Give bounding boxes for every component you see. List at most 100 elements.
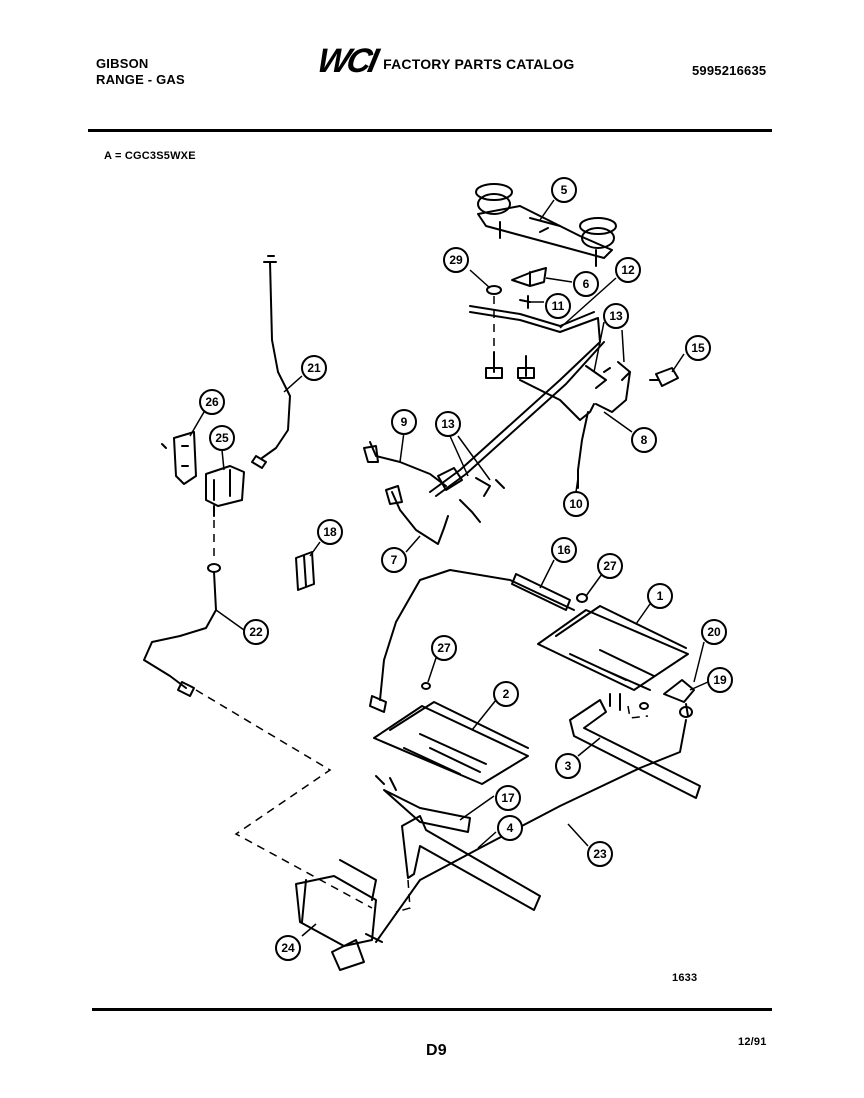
callout-leader [545,277,573,283]
svg-text:13: 13 [441,417,455,431]
catalog-part-number: 5995216635 [692,63,767,78]
oven-burner-shield [373,705,529,785]
catalog-title: FACTORY PARTS CATALOG [383,56,575,72]
callout-leader [399,431,405,463]
orifice-fitting [475,477,491,497]
tube-fitting [177,681,195,697]
callout-leader [477,831,497,849]
illustration-reference: 1633 [672,972,698,984]
footer-rule [92,1008,772,1011]
svg-text:16: 16 [557,543,571,557]
svg-text:26: 26 [205,395,219,409]
valve-bracket [301,859,377,923]
svg-text:25: 25 [215,431,229,445]
shield-tabs [609,693,621,711]
gas-tube [519,379,595,421]
oven-burner-ribs [403,733,487,775]
svg-text:17: 17 [501,791,515,805]
callout-leader [567,823,589,847]
svg-text:3: 3 [565,759,572,773]
callout-leader [689,681,709,691]
gas-tube [459,499,481,523]
washer [486,285,502,295]
screw [421,682,431,690]
svg-text:9: 9 [401,415,408,429]
gas-tube [391,491,449,545]
callout-leader [693,641,705,683]
gas-tube [577,411,589,489]
model-label: A = CGC3S5WXE [104,150,196,162]
callout-leader [459,795,495,821]
callout-leader [215,609,245,631]
svg-text:6: 6 [583,277,590,291]
leader-line [195,689,373,909]
catalog-header: WCI FACTORY PARTS CATALOG [314,42,575,80]
leader-line [627,705,649,719]
callout-24: 24 [275,935,301,961]
callout-29: 29 [443,247,469,273]
broil-burner-shield [537,609,689,691]
tube-fitting [511,573,571,611]
callout-11: 11 [545,293,571,319]
main-manifold-tube-edge [469,305,595,327]
svg-text:11: 11 [552,299,565,313]
svg-text:15: 15 [691,341,705,355]
svg-text:4: 4 [507,821,514,835]
orifice-fitting [585,365,611,389]
valve [437,467,463,491]
callout-leader [221,449,225,471]
bracket-screw [161,443,167,449]
fitting-nut [679,706,693,718]
mounting-bracket [173,431,197,485]
valve [517,355,535,379]
broil-burner-shield-flange [555,605,687,649]
callout-leader [469,269,491,289]
callout-leader [405,535,421,553]
callout-27: 27 [597,553,623,579]
callout-5: 5 [551,177,577,203]
main-manifold-tube [429,311,601,493]
tube-fitting [363,445,379,463]
callout-leader [301,923,317,937]
oven-igniter [383,777,471,833]
callout-12: 12 [615,257,641,283]
callout-8: 8 [631,427,657,453]
capillary-end [263,255,277,263]
tube-fitting [385,485,403,505]
callout-leader [671,353,685,373]
product-type: RANGE - GAS [96,72,185,87]
callout-22: 22 [243,619,269,645]
spark-module [295,551,315,591]
ignition-switch [649,367,679,387]
callout-15: 15 [685,335,711,361]
svg-text:19: 19 [713,673,727,687]
broil-burner [569,699,701,799]
svg-text:13: 13 [609,309,623,323]
callout-19: 19 [707,667,733,693]
svg-text:7: 7 [391,553,398,567]
valve-nipple [365,933,383,943]
callout-7: 7 [381,547,407,573]
callout-leader [559,277,617,329]
callout-leader [539,199,555,221]
valve [485,351,503,379]
broil-burner-ribs [569,649,655,691]
pressure-regulator-fitting [663,679,695,717]
callout-leader [539,559,555,589]
callout-leader [449,435,491,481]
brand-block: GIBSON RANGE - GAS [96,56,185,88]
svg-text:5: 5 [561,183,568,197]
gas-tube [595,371,631,413]
gas-tube [369,441,447,487]
oven-thermostat [205,465,245,507]
igniter-wire [375,775,385,785]
callout-17: 17 [495,785,521,811]
callout-4: 4 [497,815,523,841]
brand-name: GIBSON [96,56,149,71]
svg-text:18: 18 [323,525,337,539]
callout-20: 20 [701,619,727,645]
callout-23: 23 [587,841,613,867]
svg-text:22: 22 [249,625,263,639]
callout-2: 2 [493,681,519,707]
